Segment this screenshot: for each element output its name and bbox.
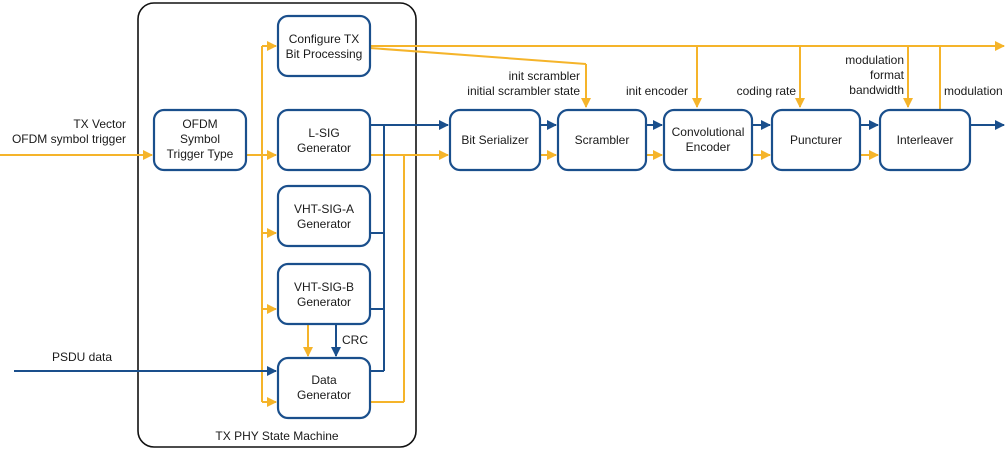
configure-tx-block: Configure TX Bit Processing: [276, 14, 372, 78]
modulation-ctrl-label: modulation: [845, 53, 904, 67]
bit-serializer-label: Bit Serializer: [461, 133, 528, 147]
convolutional-encoder-block: Convolutional Encoder: [662, 108, 754, 172]
ofdm-trigger-block: OFDM Symbol Trigger Type: [152, 108, 248, 172]
lsig-label-1: L-SIG: [308, 126, 339, 140]
data-generator-label-1: Data: [311, 373, 337, 387]
control-lines: [0, 41, 1005, 407]
interleaver-label: Interleaver: [897, 133, 954, 147]
crc-label: CRC: [342, 333, 368, 347]
lsig-generator-block: L-SIG Generator: [276, 108, 372, 172]
init-scrambler-label: init scrambler: [509, 69, 580, 83]
psdu-data-label: PSDU data: [52, 350, 112, 364]
vht-sig-a-label-1: VHT-SIG-A: [294, 202, 354, 216]
puncturer-label: Puncturer: [790, 133, 842, 147]
puncturer-block: Puncturer: [770, 108, 862, 172]
conv-encoder-label-2: Encoder: [686, 140, 731, 154]
tx-vector-label: TX Vector: [73, 117, 126, 131]
conv-encoder-label-1: Convolutional: [672, 125, 745, 139]
bit-serializer-block: Bit Serializer: [448, 108, 542, 172]
initial-scrambler-state-label: initial scrambler state: [467, 84, 580, 98]
vht-sig-a-generator-block: VHT-SIG-A Generator: [276, 184, 372, 248]
scrambler-label: Scrambler: [575, 133, 630, 147]
format-ctrl-label: format: [870, 68, 905, 82]
interleaver-block: Interleaver: [878, 108, 972, 172]
data-generator-label-2: Generator: [297, 388, 351, 402]
lsig-label-2: Generator: [297, 141, 351, 155]
state-machine-label: TX PHY State Machine: [215, 429, 338, 443]
data-generator-block: Data Generator: [276, 356, 372, 420]
modulation-out-label: modulation: [944, 84, 1003, 98]
tx-phy-state-machine-frame: [137, 2, 417, 448]
data-lines: [14, 120, 1005, 376]
vht-sig-b-generator-block: VHT-SIG-B Generator: [276, 262, 372, 326]
ofdm-trigger-label-2: Symbol: [180, 132, 220, 146]
scrambler-block: Scrambler: [556, 108, 648, 172]
vht-sig-b-label-1: VHT-SIG-B: [294, 280, 354, 294]
init-encoder-label: init encoder: [626, 84, 688, 98]
coding-rate-label: coding rate: [737, 84, 797, 98]
configure-tx-label-1: Configure TX: [289, 32, 359, 46]
vht-sig-a-label-2: Generator: [297, 217, 351, 231]
vht-sig-b-label-2: Generator: [297, 295, 351, 309]
ofdm-trigger-label-1: OFDM: [182, 117, 217, 131]
ofdm-trigger-label-3: Trigger Type: [167, 147, 234, 161]
ofdm-symbol-trigger-label: OFDM symbol trigger: [12, 132, 126, 146]
configure-tx-label-2: Bit Processing: [286, 47, 363, 61]
bandwidth-ctrl-label: bandwidth: [849, 83, 904, 97]
